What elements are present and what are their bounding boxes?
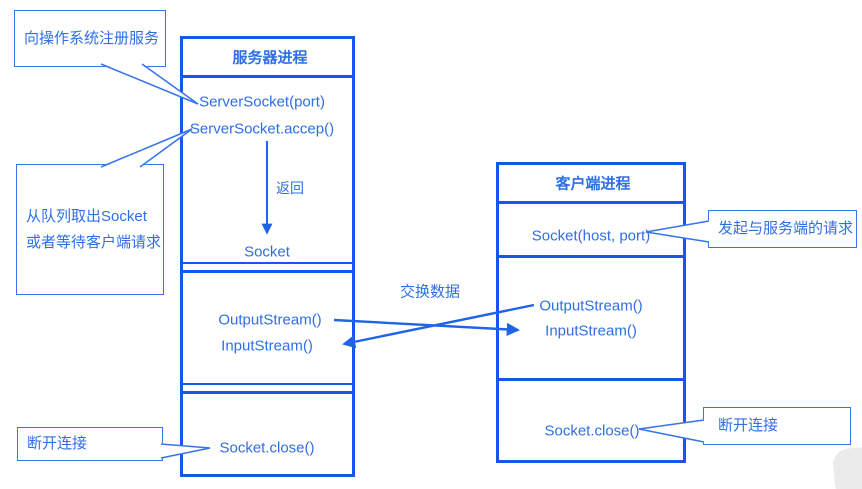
- queue-callout-tail: [101, 129, 192, 168]
- callout-disconnect-right: 断开连接: [703, 407, 851, 445]
- server-divider-2: [182, 391, 353, 394]
- exchange-data-label: 交换数据: [399, 283, 461, 301]
- server-accept-label: ServerSocket.accep(): [189, 120, 335, 138]
- callout-initiate-request: 发起与服务端的请求: [708, 210, 857, 248]
- client-outputstream-label: OutputStream(): [539, 297, 643, 315]
- arrow-server-output-to-client-input: [333, 318, 520, 336]
- callout-queue-line1: 从队列取出Socket: [26, 207, 147, 225]
- client-inputstream-label: InputStream(): [545, 322, 637, 340]
- callout-register-text: 向操作系统注册服务: [24, 29, 160, 47]
- callout-disconnect-right-text: 断开连接: [718, 417, 779, 434]
- server-close-label: Socket.close(): [219, 439, 315, 457]
- server-divider-1: [182, 270, 353, 273]
- callout-register-service: 向操作系统注册服务: [14, 10, 166, 67]
- server-title: 服务器进程: [232, 49, 308, 67]
- client-socket-label: Socket(host, port): [531, 227, 651, 245]
- watermark-shape: [831, 446, 862, 489]
- callout-queue-wait: 从队列取出Socket 或者等待客户端请求: [16, 164, 164, 295]
- server-inputstream-label: InputStream(): [221, 337, 313, 355]
- server-process-box: [180, 36, 355, 477]
- server-divider-thin-2: [182, 383, 353, 385]
- server-header-divider: [182, 75, 353, 78]
- callout-disconnect-left: 断开连接: [17, 427, 163, 461]
- client-close-label: Socket.close(): [544, 422, 640, 440]
- return-label: 返回: [276, 180, 304, 196]
- server-socket-label: Socket: [244, 243, 290, 261]
- client-title: 客户端进程: [555, 175, 631, 193]
- client-divider-1: [498, 255, 684, 258]
- client-divider-2: [498, 378, 684, 381]
- callout-queue-line2: 或者等待客户端请求: [26, 233, 162, 251]
- server-socket-port-label: ServerSocket(port): [199, 93, 325, 111]
- server-divider-thin-1: [182, 262, 353, 264]
- server-outputstream-label: OutputStream(): [218, 311, 322, 329]
- queue-tail-edge-1: [100, 128, 193, 168]
- callout-initiate-text: 发起与服务端的请求: [718, 220, 854, 237]
- client-header-divider: [498, 201, 684, 204]
- callout-disconnect-left-text: 断开连接: [27, 435, 88, 452]
